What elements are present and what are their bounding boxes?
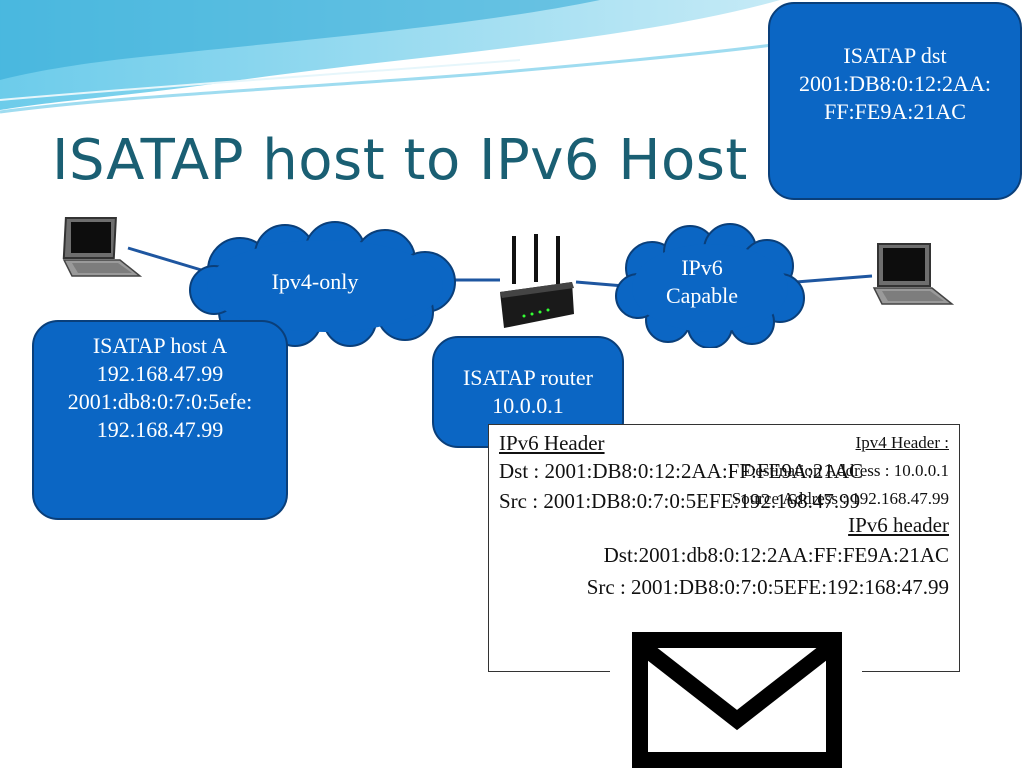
- inner-ipv6-title: IPv6 header: [848, 513, 949, 537]
- isatap-dst-line: 2001:DB8:0:12:2AA:: [799, 71, 991, 96]
- ipv6-capable-cloud: [615, 223, 805, 348]
- isatap-dst-box: ISATAP dst 2001:DB8:0:12:2AA: FF:FE9A:21…: [768, 2, 1022, 200]
- inner-ipv6-dst: Dst:2001:db8:0:12:2AA:FF:FE9A:21AC: [603, 543, 949, 567]
- ipv4-destination: Destination Address : 10.0.0.1: [743, 461, 949, 480]
- ipv4-only-label: Ipv4-only: [271, 269, 359, 294]
- isatap-host-a-box: ISATAP host A 192.168.47.99 2001:db8:0:7…: [32, 320, 288, 520]
- ipv6-header-title: IPv6 Header: [499, 431, 605, 455]
- isatap-dst-line: ISATAP dst: [843, 43, 947, 68]
- ipv6-capable-line: Capable: [665, 283, 739, 308]
- ipv4-source: Source Address : 192.168.47.99: [731, 489, 949, 508]
- host-a-line: 192.168.47.99: [96, 361, 224, 386]
- laptop-icon: [872, 243, 955, 305]
- laptop-icon: [62, 217, 143, 277]
- router-line: 10.0.0.1: [492, 393, 564, 418]
- ipv4-header-title: Ipv4 Header :: [855, 433, 949, 452]
- inner-ipv6-src: Src : 2001:DB8:0:7:0:5EFE:192:168:47.99: [586, 575, 949, 599]
- host-a-line: ISATAP host A: [92, 333, 228, 358]
- envelope-icon: [610, 624, 862, 768]
- host-a-line: 192.168.47.99: [96, 417, 224, 442]
- host-a-line: 2001:db8:0:7:0:5efe:: [67, 389, 253, 414]
- router-line: ISATAP router: [462, 365, 594, 390]
- ipv6-dst: Dst : 2001:DB8:0:12:2AA:FF:FE9A:21AC: [499, 459, 864, 483]
- ipv6-capable-line: IPv6: [681, 255, 723, 280]
- ipv6-capable-label: IPv6 Capable: [612, 254, 792, 310]
- isatap-dst-line: FF:FE9A:21AC: [824, 99, 966, 124]
- page-title: ISATAP host to IPv6 Host: [52, 128, 748, 193]
- ipv6-src: Src : 2001:DB8:0:7:0:5EFE:192.168.47.99: [499, 489, 861, 513]
- router-icon: [500, 234, 574, 328]
